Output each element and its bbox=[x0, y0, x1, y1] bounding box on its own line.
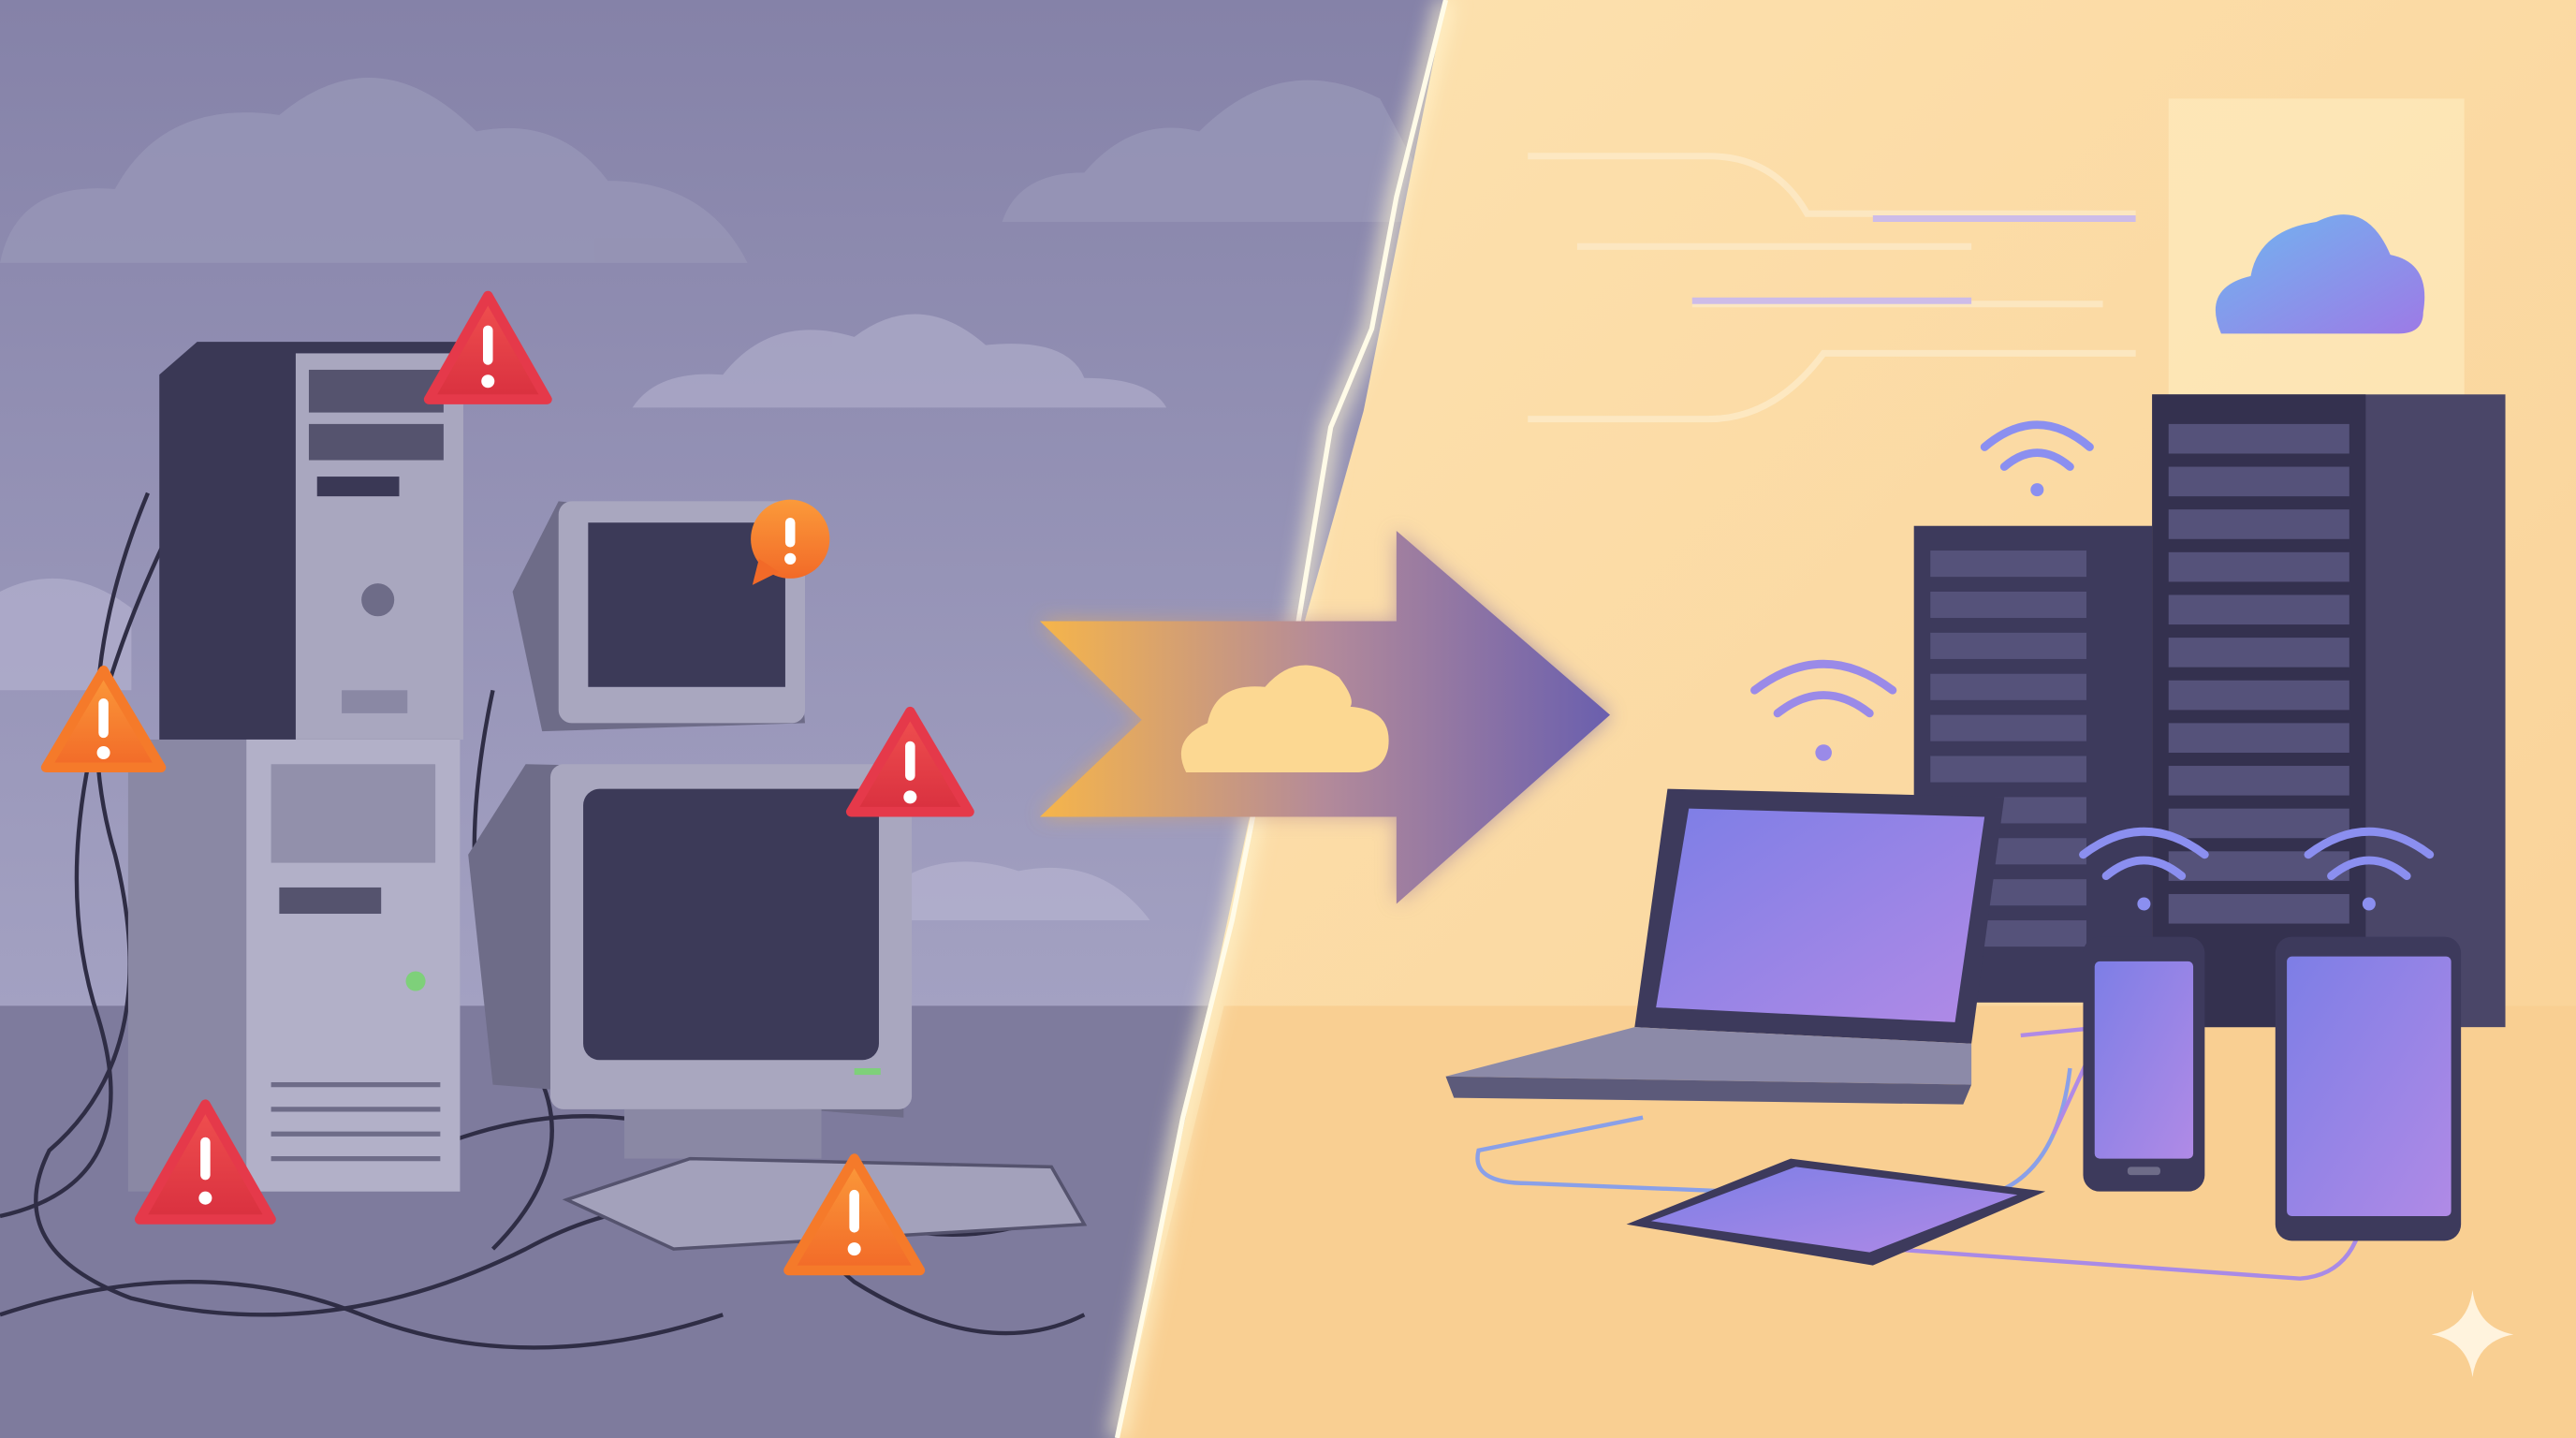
warning-triangle-icon bbox=[845, 706, 974, 817]
laptop bbox=[1445, 788, 2005, 1105]
old-crt-monitor bbox=[468, 764, 913, 1159]
tablet bbox=[2275, 936, 2462, 1241]
warning-triangle-icon bbox=[40, 665, 167, 773]
warning-triangle-icon bbox=[134, 1099, 276, 1225]
warning-triangle-icon bbox=[423, 290, 552, 404]
wifi-icon bbox=[2304, 828, 2435, 911]
tablet-flat bbox=[1626, 1158, 2046, 1266]
cloud-icon bbox=[2215, 214, 2425, 334]
old-tower-computer bbox=[127, 739, 461, 1192]
alert-bubble-icon bbox=[751, 499, 830, 585]
arrow-icon bbox=[1039, 531, 1610, 904]
old-tower-computer bbox=[159, 342, 463, 740]
smartphone bbox=[2083, 936, 2205, 1192]
cloud-icon bbox=[0, 77, 1446, 921]
data-streams bbox=[1528, 153, 2136, 423]
sparkle-icon bbox=[2431, 1290, 2514, 1378]
cloud-icon bbox=[1180, 665, 1389, 773]
wifi-icon bbox=[2079, 828, 2209, 911]
warning-triangle-icon bbox=[783, 1153, 926, 1276]
wifi-icon bbox=[1750, 659, 1897, 761]
wifi-icon bbox=[1980, 420, 2094, 497]
modern-side bbox=[1110, 0, 2576, 1438]
old-crt-monitor bbox=[512, 501, 805, 732]
server-rack bbox=[2152, 394, 2506, 1028]
